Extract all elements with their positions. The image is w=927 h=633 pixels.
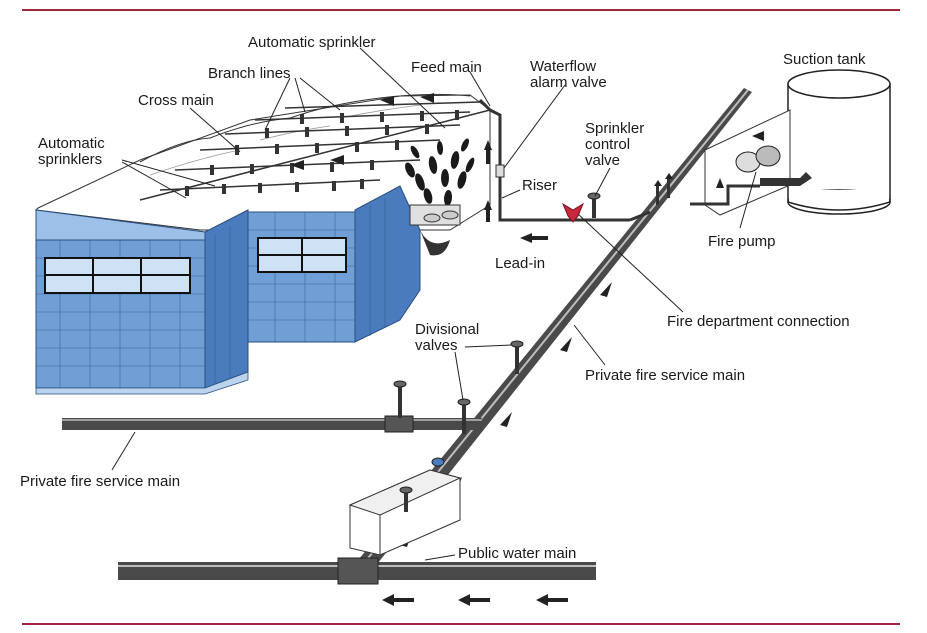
roof-flow-arrows <box>290 93 434 170</box>
label-fire-department-connection: Fire department connection <box>667 313 850 330</box>
stored-contents <box>409 204 461 256</box>
water-spray <box>405 138 475 206</box>
label-waterflow-alarm-valve-line2: alarm valve <box>530 74 607 91</box>
label-private-fire-service-main-right: Private fire service main <box>585 367 745 384</box>
label-sprinkler-control-valve-line2: control <box>585 136 630 153</box>
label-public-water-main: Public water main <box>458 545 576 562</box>
pump-flow-arrows <box>716 131 764 188</box>
label-private-fire-service-main-left: Private fire service main <box>20 473 180 490</box>
label-branch-lines: Branch lines <box>208 65 291 82</box>
suction-tank <box>787 69 891 215</box>
sprinkler-control-valve <box>587 192 601 218</box>
feed-main-pipe <box>478 98 630 222</box>
building <box>35 185 421 395</box>
label-divisional-valves-line1: Divisional <box>415 321 479 338</box>
label-lead-in: Lead-in <box>495 255 545 272</box>
fire-pump <box>735 145 812 186</box>
waterflow-alarm-valve-body <box>495 164 505 178</box>
public-main-flow-arrows <box>382 594 568 606</box>
fire-department-connection <box>561 202 585 223</box>
riser-flow-arrows <box>484 140 492 222</box>
private-fire-service-main-left <box>62 415 482 433</box>
divisional-valve-1 <box>393 380 407 418</box>
upper-valves <box>654 173 673 205</box>
label-riser: Riser <box>522 177 557 194</box>
public-water-main <box>118 557 596 585</box>
label-waterflow-alarm-valve-line1: Waterflow <box>530 58 596 75</box>
label-cross-main: Cross main <box>138 92 214 109</box>
lead-in-arrow <box>520 233 548 243</box>
label-sprinkler-control-valve-line3: valve <box>585 152 620 169</box>
label-automatic-sprinkler: Automatic sprinkler <box>248 34 376 51</box>
cross-main-pipe <box>139 109 491 201</box>
divisional-valve-3 <box>510 340 524 374</box>
lead-in-pipe <box>629 210 651 222</box>
feed-main-and-riser <box>478 98 630 222</box>
label-fire-pump: Fire pump <box>708 233 776 250</box>
label-sprinkler-control-valve-line1: Sprinkler <box>585 120 644 137</box>
label-divisional-valves-line2: valves <box>415 337 458 354</box>
divisional-valve-2 <box>457 398 471 434</box>
label-feed-main: Feed main <box>411 59 482 76</box>
label-automatic-sprinklers-line1: Automatic <box>38 135 105 152</box>
pump-discharge-pipe <box>690 184 760 206</box>
labels: Automatic sprinkler Feed main Waterflow … <box>20 34 866 562</box>
label-automatic-sprinklers-line2: sprinklers <box>38 151 102 168</box>
leader-lines <box>111 47 757 561</box>
label-suction-tank: Suction tank <box>783 51 866 68</box>
valve-pit <box>348 457 462 556</box>
